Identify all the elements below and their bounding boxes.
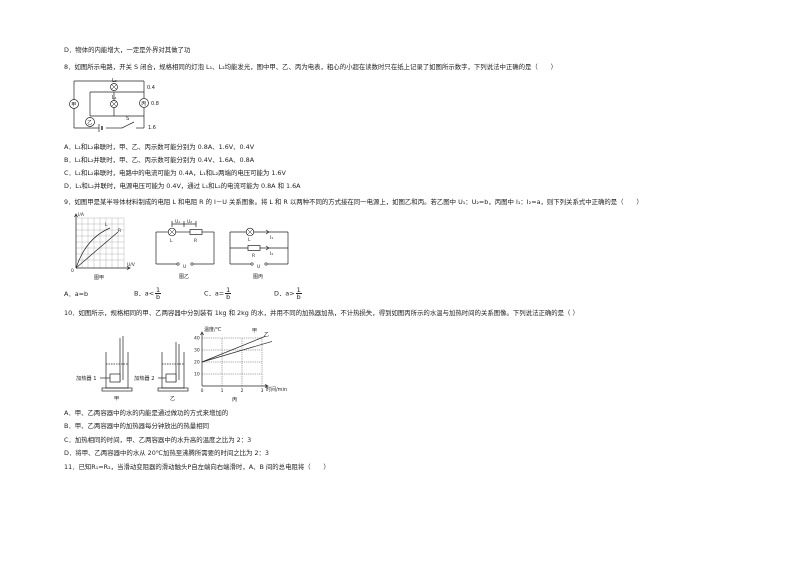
u-label-bing: U: [257, 264, 260, 270]
y-tick-label: 10: [194, 372, 200, 378]
q8-option-a: A．L₁和L₂串联时，甲、乙、丙示数可能分别为 0.8A、1.6V、0.4V: [64, 143, 255, 151]
lamp1-label: L₁: [112, 95, 117, 101]
series-line-yi: [201, 341, 273, 363]
caption-yi: 乙: [170, 395, 175, 402]
reading-1-6: 1.6: [148, 125, 156, 131]
axis-i-label: I/A: [78, 212, 85, 218]
heater1-label: 加热器 1: [76, 374, 97, 382]
x-tick-label: 1: [221, 388, 224, 394]
x-tick-label: 3: [261, 388, 264, 394]
axis-u-label: U/V: [127, 262, 136, 268]
series-line-jia: [201, 335, 267, 363]
lamp2-label: L₂: [112, 78, 117, 84]
u1-label: U₁: [175, 219, 180, 225]
q9-graph-jia: I/A U/V 0 L R 图甲: [71, 212, 136, 281]
r-label-bing: R: [252, 253, 255, 259]
q9-circuit-bing: L I₁ R I₂ U 图丙: [229, 227, 289, 280]
y-tick-label: 20: [194, 360, 200, 366]
q8-option-b: B．L₁和L₂并联时，甲、乙、丙示数可能分别为 0.4V、1.6A、0.8A: [64, 156, 255, 164]
u-label: U: [183, 264, 186, 270]
meter-bing-label: 丙: [141, 101, 146, 107]
i2-label: I₂: [270, 251, 273, 257]
option-d-prev: D．物体的内能增大，一定是外界对其做了功: [64, 46, 191, 54]
i1-label: I₁: [270, 235, 273, 241]
q10-option-c: C．加热相同的时间，甲、乙两容器中的水升高的温度之比为 2：3: [64, 436, 252, 444]
l-label-bing: L: [248, 237, 251, 243]
reading-0-4: 0.4: [147, 85, 155, 91]
origin-label: 0: [71, 268, 74, 274]
q10-temperature-chart: 40 30 20 10 0 1 2 3 温度/℃ 时间/min 甲 乙 丙: [194, 326, 287, 403]
switch-label: S: [126, 116, 129, 122]
curve-l: [75, 227, 111, 269]
q9-circuit-yi: U₁ U₂ L R U 图乙: [155, 219, 215, 280]
q10-containers-figure: 加热器 1 加热器 2 甲 乙: [76, 336, 189, 402]
curve-r-label: R: [118, 228, 121, 234]
y-tick-label: 40: [194, 336, 200, 342]
series-jia-label: 甲: [252, 328, 257, 334]
meter-yi: [85, 117, 95, 127]
l-label: L: [170, 238, 173, 244]
curve-l-label: L: [105, 222, 108, 228]
q8-option-d: D．L₁和L₂并联时，电源电压可能为 0.4V，通过 L₁和L₂的电流可能为 0…: [64, 182, 301, 190]
q10-option-a: A．甲、乙两容器中的水的内能是通过做功的方式来增加的: [64, 409, 229, 417]
meter-yi-label: 乙: [87, 119, 92, 126]
caption-jia: 图甲: [94, 275, 104, 281]
q10-option-d: D．将甲、乙两容器中的水从 20℃加热至沸腾所需要的时间之比为 2：3: [64, 449, 269, 457]
x-tick-label: 0: [201, 388, 204, 394]
meter-bing: [139, 98, 149, 108]
x-tick-label: 2: [241, 388, 244, 394]
q9-option-a: A．a=b: [64, 290, 89, 298]
q8-option-c: C．L₁和L₂串联时，电路中的电流可能为 0.4A，L₁和L₂两端的电压可能为 …: [64, 169, 286, 177]
q11-stem: 11．已知R₁=R₂，当滑动变阻器的滑动触头P自左端向右端滑时，A、B 间的总电…: [64, 463, 330, 471]
meter-jia-label: 甲: [71, 102, 76, 108]
q9-stem: 9．如图甲是某半导体材料制成的电阻 L 和电阻 R 的 I－U 关系图象。将 L…: [64, 198, 643, 206]
meter-jia: [69, 99, 79, 109]
q8-circuit-figure: 甲 丙 乙 L₂ L₁ S 0.4 0.8 1.6: [69, 78, 159, 132]
q10-stem: 10．如图所示，规格相同的甲、乙两容器中分别装有 1kg 和 2kg 的水，并用…: [64, 309, 579, 317]
caption-jia: 甲: [114, 395, 119, 402]
q8-stem: 8．如图所示电路，开关 S 闭合，规格相同的灯泡 L₁、L₂均能发光，图中甲、乙…: [64, 63, 557, 71]
caption-bing: 图丙: [253, 274, 263, 280]
reading-0-8: 0.8: [151, 101, 159, 107]
chart-ylabel: 温度/℃: [204, 326, 222, 333]
chart-xlabel: 时间/min: [266, 386, 287, 393]
curve-r: [75, 231, 119, 269]
series-yi-label: 乙: [264, 331, 269, 338]
r-label: R: [194, 238, 197, 244]
caption-bing: 丙: [232, 396, 237, 403]
heater2-label: 加热器 2: [134, 374, 155, 382]
y-tick-label: 30: [194, 348, 200, 354]
q10-option-b: B．甲、乙两容器中的加热器每分钟放出的热量相同: [64, 422, 209, 430]
caption-yi: 图乙: [179, 273, 189, 280]
u2-label: U₂: [187, 219, 192, 225]
